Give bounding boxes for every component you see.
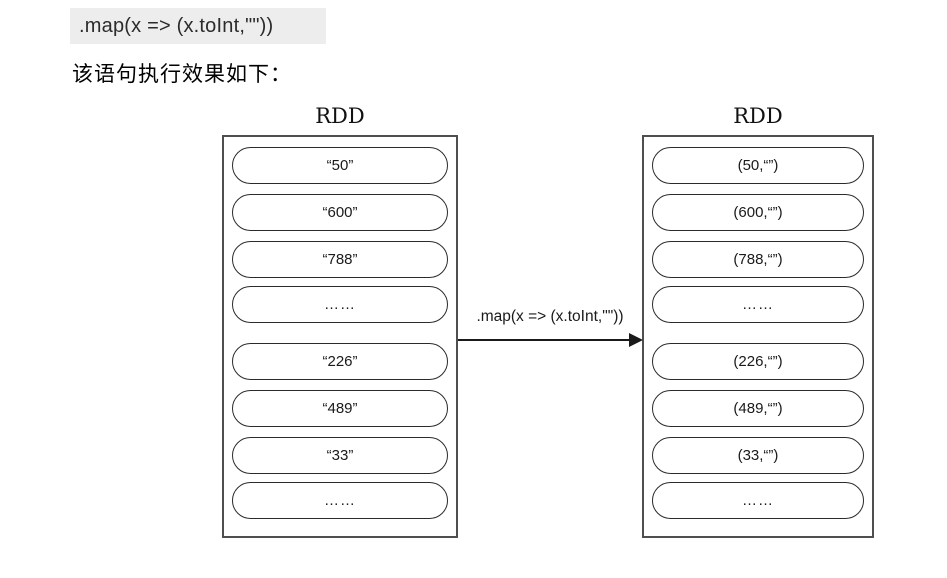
right-rdd-title: RDD: [733, 104, 783, 128]
right-rdd-box: (50,“”) (600,“”) (788,“”) …… (226,“”) (489,“”…: [642, 135, 874, 538]
rdd-item-pill: “489”: [232, 390, 448, 427]
left-rdd-title: RDD: [315, 104, 365, 128]
rdd-item-pill: ……: [652, 482, 864, 519]
rdd-item-pill: (226,“”): [652, 343, 864, 380]
rdd-item-pill: ……: [232, 482, 448, 519]
map-arrow-head-icon: [629, 333, 643, 347]
rdd-item-pill: (788,“”): [652, 241, 864, 278]
rdd-item-pill: (50,“”): [652, 147, 864, 184]
code-snippet-chip: .map(x => (x.toInt,"")): [70, 8, 326, 44]
rdd-item-pill: ……: [652, 286, 864, 323]
rdd-item-pill: (489,“”): [652, 390, 864, 427]
rdd-item-pill: “226”: [232, 343, 448, 380]
map-arrow-label: .map(x => (x.toInt,"")): [476, 308, 624, 325]
rdd-item-pill: ……: [232, 286, 448, 323]
rdd-item-pill: “600”: [232, 194, 448, 231]
rdd-item-pill: “788”: [232, 241, 448, 278]
rdd-item-pill: (33,“”): [652, 437, 864, 474]
rdd-item-pill: “50”: [232, 147, 448, 184]
map-arrow-line: [458, 339, 631, 341]
left-rdd-box: “50” “600” “788” …… “226” “489” “33” ……: [222, 135, 458, 538]
caption-text: 该语句执行效果如下：: [72, 63, 292, 86]
rdd-item-pill: “33”: [232, 437, 448, 474]
rdd-item-pill: (600,“”): [652, 194, 864, 231]
code-snippet-text: .map(x => (x.toInt,"")): [79, 14, 274, 37]
